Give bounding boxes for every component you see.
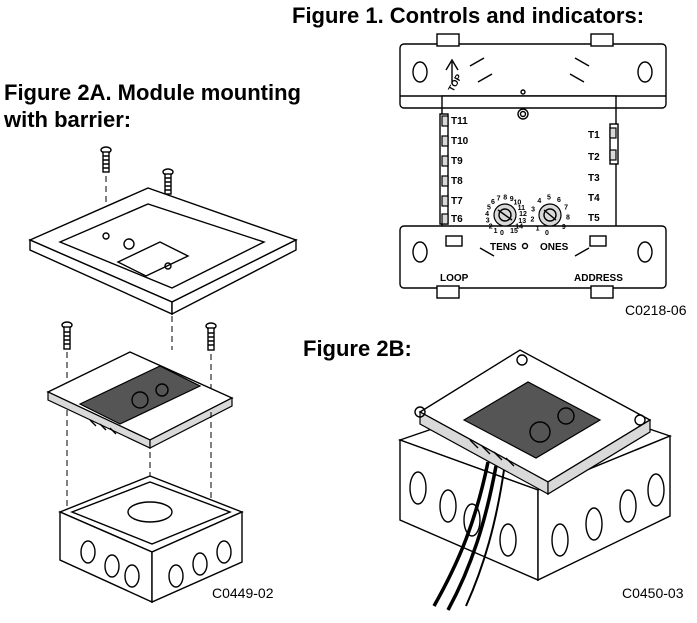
tens-dial-number-11: 11 <box>518 205 526 212</box>
left-terminal-strip <box>439 113 449 225</box>
terminal-t4: T4 <box>588 193 600 204</box>
terminal-t6: T6 <box>451 214 463 225</box>
wire-bundle <box>432 461 505 611</box>
tens-dial-number-5: 5 <box>487 204 491 211</box>
figure2a-title-line1: Figure 2A. Module mounting <box>4 80 301 105</box>
tens-dial-number-4: 4 <box>485 211 489 218</box>
tens-dial-number-0: 0 <box>500 230 504 237</box>
top-arrow-icon <box>445 58 459 84</box>
tens-dial-number-1: 1 <box>494 228 498 235</box>
terminal-t11: T11 <box>451 116 468 127</box>
tens-dial-number-3: 3 <box>486 218 490 225</box>
led-indicator <box>517 108 529 120</box>
ones-dial-number-0: 0 <box>545 230 549 237</box>
tens-dial-number-12: 12 <box>519 211 527 218</box>
address-label: ADDRESS <box>574 273 623 284</box>
terminal-t8: T8 <box>451 176 463 187</box>
figure2a-code: C0449-02 <box>212 585 274 601</box>
tens-dial-number-8: 8 <box>503 195 507 202</box>
tens-dial-number-9: 9 <box>510 196 514 203</box>
tens-dial-number-6: 6 <box>491 199 495 206</box>
screw-icon <box>205 322 217 351</box>
terminal-t3: T3 <box>588 173 600 184</box>
figure2b-title: Figure 2B: <box>303 336 412 361</box>
ones-dial-number-9: 9 <box>562 224 566 231</box>
ones-dial-number-8: 8 <box>566 215 570 222</box>
screw-icon <box>61 321 73 350</box>
module-unit <box>46 351 234 449</box>
tens-dial-number-2: 2 <box>489 223 493 230</box>
terminal-t5: T5 <box>588 213 600 224</box>
ones-dial-number-1: 1 <box>536 226 540 233</box>
tens-dial-number-10: 10 <box>514 199 522 206</box>
tens-dial-number-14: 14 <box>515 224 523 231</box>
figure1-title: Figure 1. Controls and indicators: <box>292 3 645 28</box>
loop-label: LOOP <box>440 273 469 284</box>
tens-dial-number-15: 15 <box>510 228 518 235</box>
tens-rotary-switch <box>493 203 517 227</box>
ones-dial-number-3: 3 <box>531 206 535 213</box>
ones-label: ONES <box>540 242 569 253</box>
tens-label: TENS <box>490 242 517 253</box>
module-unit <box>414 349 652 496</box>
right-terminal-strip <box>609 123 619 165</box>
screw-icon <box>100 146 112 173</box>
figure2b-code: C0450-03 <box>622 585 684 601</box>
ones-dial-number-6: 6 <box>557 197 561 204</box>
tens-dial-number-13: 13 <box>518 218 526 225</box>
electrical-box <box>58 475 244 604</box>
terminal-t1: T1 <box>588 130 600 141</box>
ones-dial-number-5: 5 <box>547 195 551 202</box>
ones-dial-number-2: 2 <box>531 217 535 224</box>
terminal-t10: T10 <box>451 136 469 147</box>
figure1-code: C0218-06 <box>625 302 687 318</box>
terminal-t7: T7 <box>451 196 463 207</box>
ones-rotary-switch <box>538 203 562 227</box>
led-indicator-inner <box>519 110 527 118</box>
barrier-plate <box>28 187 298 316</box>
ones-dial-number-7: 7 <box>564 204 568 211</box>
ones-dial-number-4: 4 <box>537 198 541 205</box>
tens-dial-number-7: 7 <box>497 196 501 203</box>
terminal-t9: T9 <box>451 156 463 167</box>
screw-icon <box>162 168 174 195</box>
terminal-t2: T2 <box>588 152 600 163</box>
figure2a-title-line2: with barrier: <box>4 107 132 132</box>
